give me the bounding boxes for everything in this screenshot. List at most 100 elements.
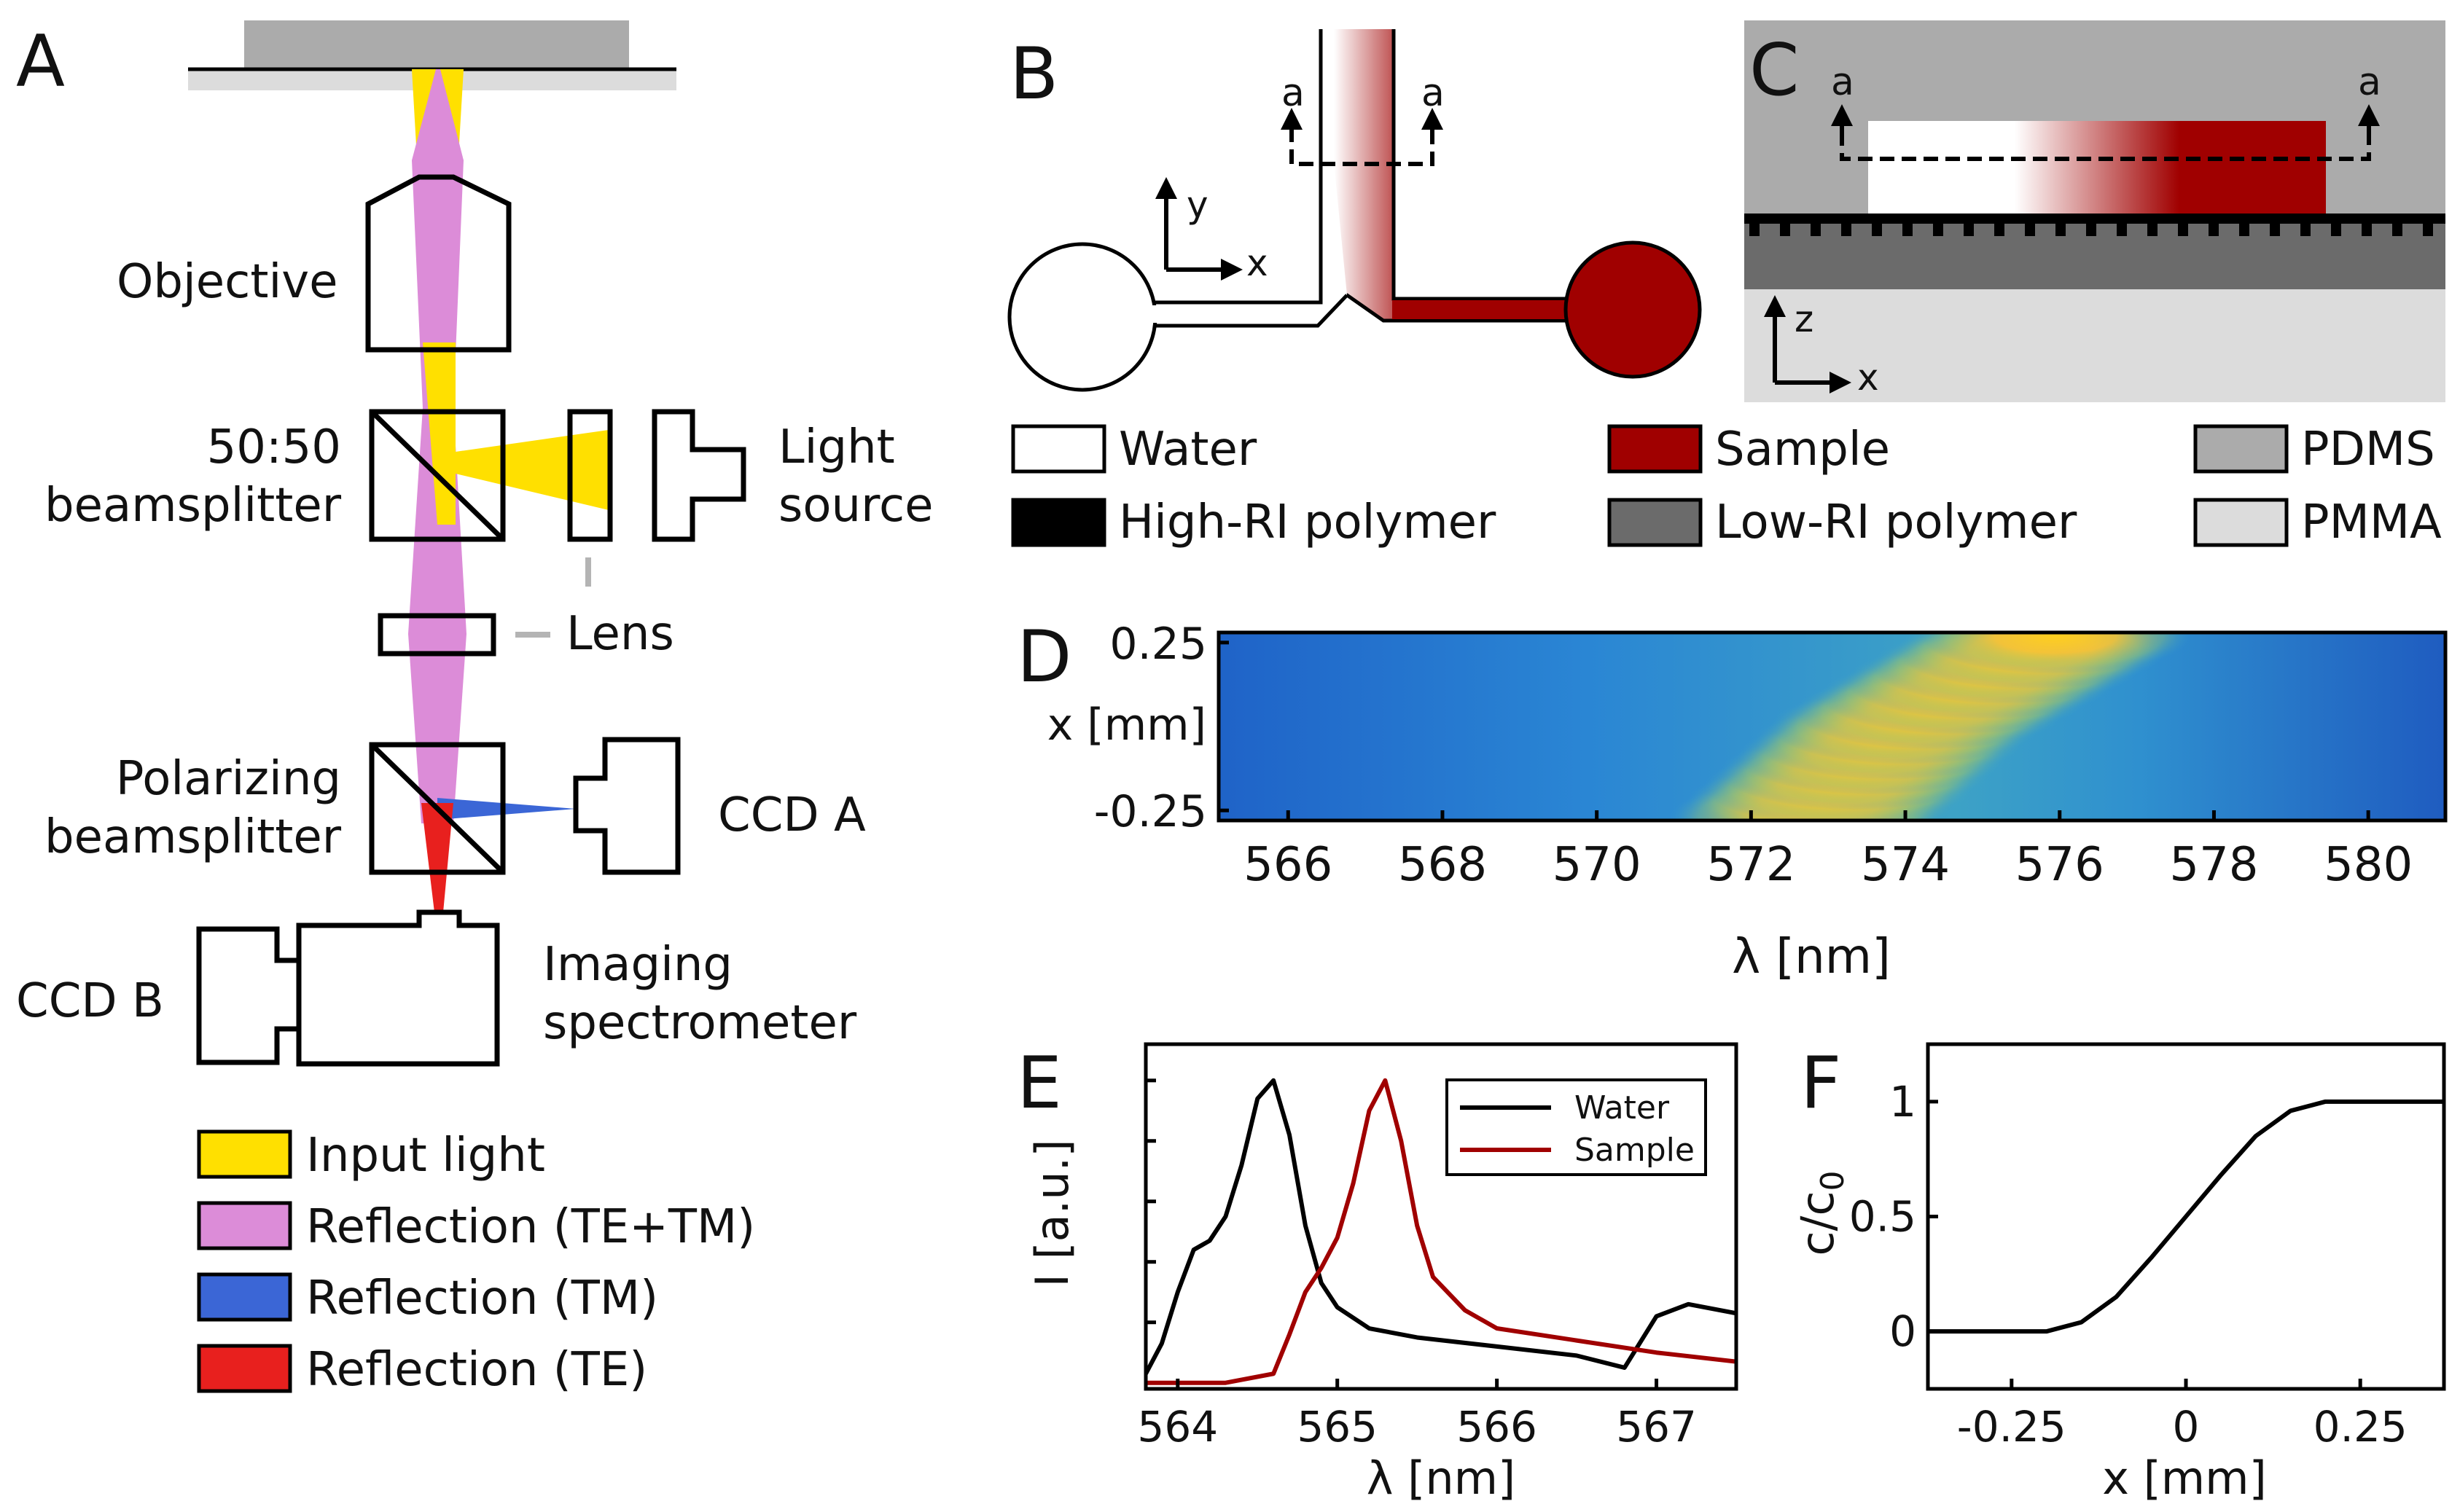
svg-text:High-RI polymer: High-RI polymer [1119, 495, 1496, 549]
concentration-x-ticks: -0.25 0 0.25 [1957, 1379, 2408, 1452]
spectrum-legend-box [1445, 1078, 1707, 1176]
cross-section [1744, 20, 2445, 402]
concentration-series [1928, 1099, 2444, 1334]
concentration-x-axis-label: x [mm] [2102, 1452, 2267, 1505]
spectrum-line-water [1146, 1078, 1736, 1375]
light-source-body [652, 409, 746, 542]
lens-label: Lens [566, 607, 674, 661]
x-tick-label: -0.25 [1957, 1402, 2066, 1452]
x-tick-label: 578 [2169, 838, 2258, 892]
y-tick-label: -0.25 [1094, 786, 1207, 837]
spectrometer-label-line2: spectrometer [543, 996, 857, 1050]
ccd-b-label: CCD B [16, 974, 164, 1028]
svg-text:Sample: Sample [1715, 423, 1890, 477]
beam-legend-item: Input light [197, 1129, 545, 1183]
beam-legend-item: Reflection (TE+TM) [197, 1200, 755, 1254]
pbs-label-line1: Polarizing [116, 752, 341, 806]
section-cut-label-a-left: a [1831, 60, 1854, 104]
svg-text:PDMS: PDMS [2301, 423, 2435, 477]
zx-axes-icon [1764, 295, 1851, 393]
cut-label-a-right: a [1421, 71, 1445, 115]
xy-axes-icon [1155, 177, 1243, 281]
svg-text:Reflection (TE): Reflection (TE) [306, 1343, 647, 1397]
bs-label-line2: beamsplitter [44, 479, 342, 533]
svg-text:Reflection (TE+TM): Reflection (TE+TM) [306, 1200, 755, 1254]
panel-label-c: C [1749, 29, 1799, 112]
ccd-a-body [573, 737, 681, 875]
material-legend-item: PMMA [2193, 495, 2442, 549]
bs-label-line1: 50:50 [207, 420, 341, 474]
heatmap-hotspot [1920, 632, 2190, 674]
axis-label-y: y [1187, 184, 1208, 226]
panel-label-f: F [1800, 1042, 1841, 1125]
material-legend-item: Low-RI polymer [1607, 495, 2077, 549]
objective-label: Objective [117, 255, 337, 309]
legend-label-sample: Sample [1574, 1132, 1695, 1169]
spectrum-frame [1144, 1042, 1738, 1391]
svg-text:Water: Water [1119, 423, 1257, 477]
svg-text:PMMA: PMMA [2301, 495, 2442, 549]
material-legend: Water Sample PDMS High-RI polymer Low-RI… [1011, 423, 2442, 549]
x-tick-label: 572 [1706, 838, 1795, 892]
light-source-label-line1: Light [778, 420, 895, 474]
beamsplitter-50-50-diagonal [370, 410, 505, 541]
axis-label-z: z [1795, 298, 1813, 340]
x-tick-label: 567 [1616, 1402, 1697, 1452]
cut-line-a-a-section [1831, 104, 2380, 161]
material-legend-item: High-RI polymer [1011, 495, 1496, 549]
spectrum-line-sample [1146, 1078, 1736, 1385]
heatmap-x-axis-label: λ [nm] [1732, 928, 1891, 984]
cut-line-a-a [1281, 108, 1443, 166]
beam-legend-item: Reflection (TE) [197, 1343, 647, 1397]
y-tick-label: 0.5 [1849, 1192, 1916, 1242]
y-tick-label: 1 [1889, 1077, 1916, 1127]
spectrometer-body [296, 909, 500, 1067]
light-source-label-line2: source [778, 479, 934, 533]
objective-body [365, 174, 512, 353]
cut-label-a-left: a [1281, 71, 1305, 115]
legend-label-water: Water [1574, 1089, 1670, 1127]
ccd-b-body [196, 926, 302, 1065]
concentration-line [1928, 1099, 2444, 1334]
polarizing-beamsplitter-diagonal [370, 743, 505, 874]
x-tick-label: 564 [1137, 1402, 1218, 1452]
section-cut-label-a-right: a [2358, 60, 2381, 104]
axis-label-x: x [1246, 242, 1268, 284]
svg-text:Input light: Input light [306, 1129, 545, 1183]
spectrum-y-ticks [1146, 1078, 1156, 1325]
x-tick-label: 574 [1861, 838, 1950, 892]
x-tick-label: 580 [2324, 838, 2413, 892]
spectrum-series [1146, 1078, 1736, 1385]
x-tick-label: 0.25 [2313, 1402, 2408, 1452]
x-tick-label: 565 [1297, 1402, 1378, 1452]
panel-label-d: D [1017, 616, 1071, 699]
y-tick-label: 0.25 [1109, 619, 1207, 670]
beam-legend-item: Reflection (TM) [197, 1272, 658, 1325]
svg-text:Reflection (TM): Reflection (TM) [306, 1272, 658, 1325]
concentration-y-axis-label: c/c0 [1791, 1170, 1851, 1256]
x-tick-label: 0 [2173, 1402, 2200, 1452]
x-tick-label: 568 [1398, 838, 1487, 892]
heatmap-y-ticks: 0.25 -0.25 [1094, 619, 1229, 837]
panel-label-b: B [1010, 33, 1058, 116]
x-tick-label: 570 [1553, 838, 1641, 892]
panel-label-e: E [1017, 1042, 1062, 1125]
x-tick-label: 566 [1243, 838, 1332, 892]
spectrum-y-axis-label: I [a.u.] [1026, 1139, 1079, 1287]
material-legend-item: Water [1011, 423, 1257, 477]
ccd-a-label: CCD A [718, 788, 866, 842]
material-legend-item: PDMS [2193, 423, 2435, 477]
concentration-y-ticks: 00.51 [1849, 1077, 1938, 1356]
section-axis-label-x: x [1857, 356, 1879, 399]
lens-body [378, 613, 496, 657]
grating-teeth [1749, 223, 2433, 236]
heatmap-y-axis-label: x [mm] [1047, 700, 1206, 751]
concentration-plot: -0.25 0 0.25 00.51 x [mm] c/c0 [1791, 1042, 2446, 1505]
beam-legend: Input light Reflection (TE+TM) Reflectio… [197, 1129, 755, 1397]
pbs-label-line2: beamsplitter [44, 810, 342, 864]
